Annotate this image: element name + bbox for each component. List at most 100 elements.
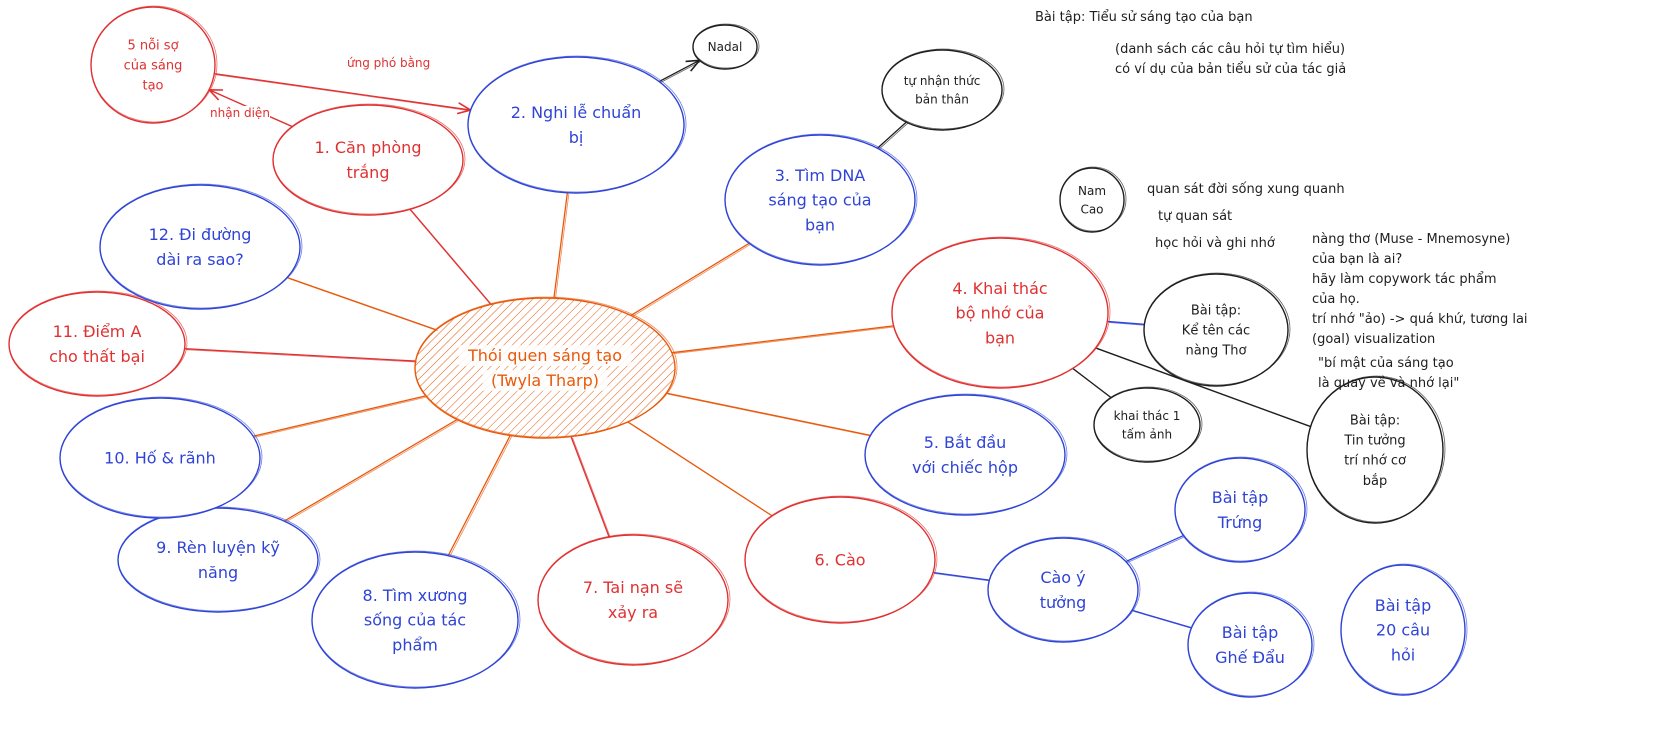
node-label: Trứng [1217, 513, 1262, 532]
muse-note-line: của họ. [1312, 292, 1360, 307]
observe-life-note: quan sát đời sống xung quanh [1147, 182, 1345, 197]
node-label: 7. Tai nạn sẽ [583, 578, 683, 597]
edge-center-n5 [666, 392, 871, 437]
node-label: của sáng [124, 59, 183, 74]
node-label: (Twyla Tharp) [491, 371, 599, 390]
edge-center-n10 [253, 395, 426, 437]
node-label: bạn [985, 328, 1015, 347]
node-center[interactable]: Thói quen sáng tạo (Twyla Tharp) [414, 296, 678, 439]
node-shape-sketch [59, 396, 263, 518]
node-label: bộ nhớ của [956, 304, 1045, 323]
node-shape-sketch [272, 103, 466, 215]
node-n12[interactable]: 12. Đi đường dài ra sao? [99, 183, 303, 310]
node-shape-sketch [881, 48, 1005, 130]
node-label: dài ra sao? [156, 250, 243, 269]
edge-idea-egg [1125, 534, 1184, 563]
node-label: 12. Đi đường [149, 225, 252, 244]
edge-center-n7 [570, 436, 610, 538]
node-label: 3. Tìm DNA [775, 166, 866, 185]
biography-note-line2: có ví dụ của bản tiểu sử của tác giả [1115, 62, 1347, 77]
edge-stroke-shadow [572, 437, 612, 539]
node-shape [1059, 167, 1125, 233]
muse-note-block: nàng thơ (Muse - Mnemosyne)của bạn là ai… [1312, 230, 1528, 350]
node-label: nàng Thơ [1186, 344, 1247, 359]
node-label: 9. Rèn luyện kỹ [156, 538, 280, 557]
learn-note: học hỏi và ghi nhớ [1155, 236, 1275, 251]
node-label: Bài tập [1212, 488, 1269, 507]
node-shape-sketch [864, 393, 1068, 515]
node-label: 5 nỗi sợ [127, 38, 178, 53]
edge-stroke-shadow [285, 420, 459, 523]
edge-stroke-shadow [1074, 369, 1113, 400]
muse-note-line: nàng thơ (Muse - Mnemosyne) [1312, 232, 1511, 247]
node-shape-sketch [311, 550, 521, 688]
edge-stroke-shadow [660, 60, 702, 83]
node-shape-sketch [724, 133, 918, 265]
node-shape-sketch [1306, 375, 1446, 523]
node-label: sống của tác [364, 611, 466, 630]
node-shape-sketch [692, 23, 760, 69]
edge-stroke-shadow [288, 278, 438, 332]
node-label: tạo [142, 79, 163, 94]
edge-stroke-shadow [673, 326, 896, 355]
node-n4[interactable]: 4. Khai thác bộ nhớ của bạn [891, 236, 1111, 389]
node-shape-sketch [99, 183, 303, 309]
edge-center-n9 [283, 419, 458, 522]
muse-note-line: (goal) visualization [1312, 332, 1436, 347]
node-label: tưởng [1040, 593, 1087, 612]
edge-stroke-shadow [449, 436, 513, 557]
node-label: 20 câu [1376, 621, 1430, 640]
edge-stroke-shadow [1133, 610, 1194, 630]
node-n10[interactable]: 10. Hố & rãnh [59, 396, 263, 519]
node-label: Tin tưởng [1343, 433, 1405, 448]
node-label: Kể tên các [1182, 324, 1250, 339]
node-label: Nadal [708, 40, 743, 54]
edge-idea-stool [1131, 609, 1192, 629]
quote-line: "bí mật của sáng tạo [1318, 356, 1454, 371]
node-fears[interactable]: 5 nỗi sợ của sáng tạo [90, 5, 218, 124]
biography-exercise-title: Bài tập: Tiểu sử sáng tạo của bạn [1035, 10, 1253, 25]
edge-stroke-shadow [1108, 322, 1146, 326]
edge-stroke-shadow [878, 122, 909, 150]
node-n6[interactable]: 6. Cào [744, 495, 938, 624]
edge-stroke-shadow [215, 74, 473, 112]
node-label: Bài tập [1222, 623, 1279, 642]
edge-stroke-shadow [411, 210, 493, 306]
edge-n6-idea [933, 571, 990, 581]
edge-stroke-shadow [1127, 536, 1186, 563]
node-label: Ghế Đẩu [1215, 648, 1285, 667]
edge-stroke-shadow [934, 573, 991, 582]
node-label: với chiếc hộp [912, 458, 1018, 477]
node-label: trí nhớ cơ [1344, 454, 1406, 469]
node-nadal[interactable]: Nadal [692, 23, 760, 70]
edge-center-n3 [630, 242, 750, 317]
node-shape-sketch [1187, 591, 1315, 697]
node-label: bắp [1363, 474, 1387, 489]
node-label: trắng [347, 163, 390, 182]
biography-note-line1: (danh sách các câu hỏi tự tìm hiểu) [1115, 42, 1346, 57]
node-label: 4. Khai thác [952, 279, 1047, 298]
node-shape-sketch [8, 290, 188, 396]
node-label: Thói quen sáng tạo [467, 346, 622, 365]
edge-stroke-shadow [254, 396, 428, 438]
node-shape-sketch [744, 495, 938, 623]
node-label: sáng tạo của [768, 191, 871, 210]
node-shape-sketch [1059, 166, 1127, 232]
